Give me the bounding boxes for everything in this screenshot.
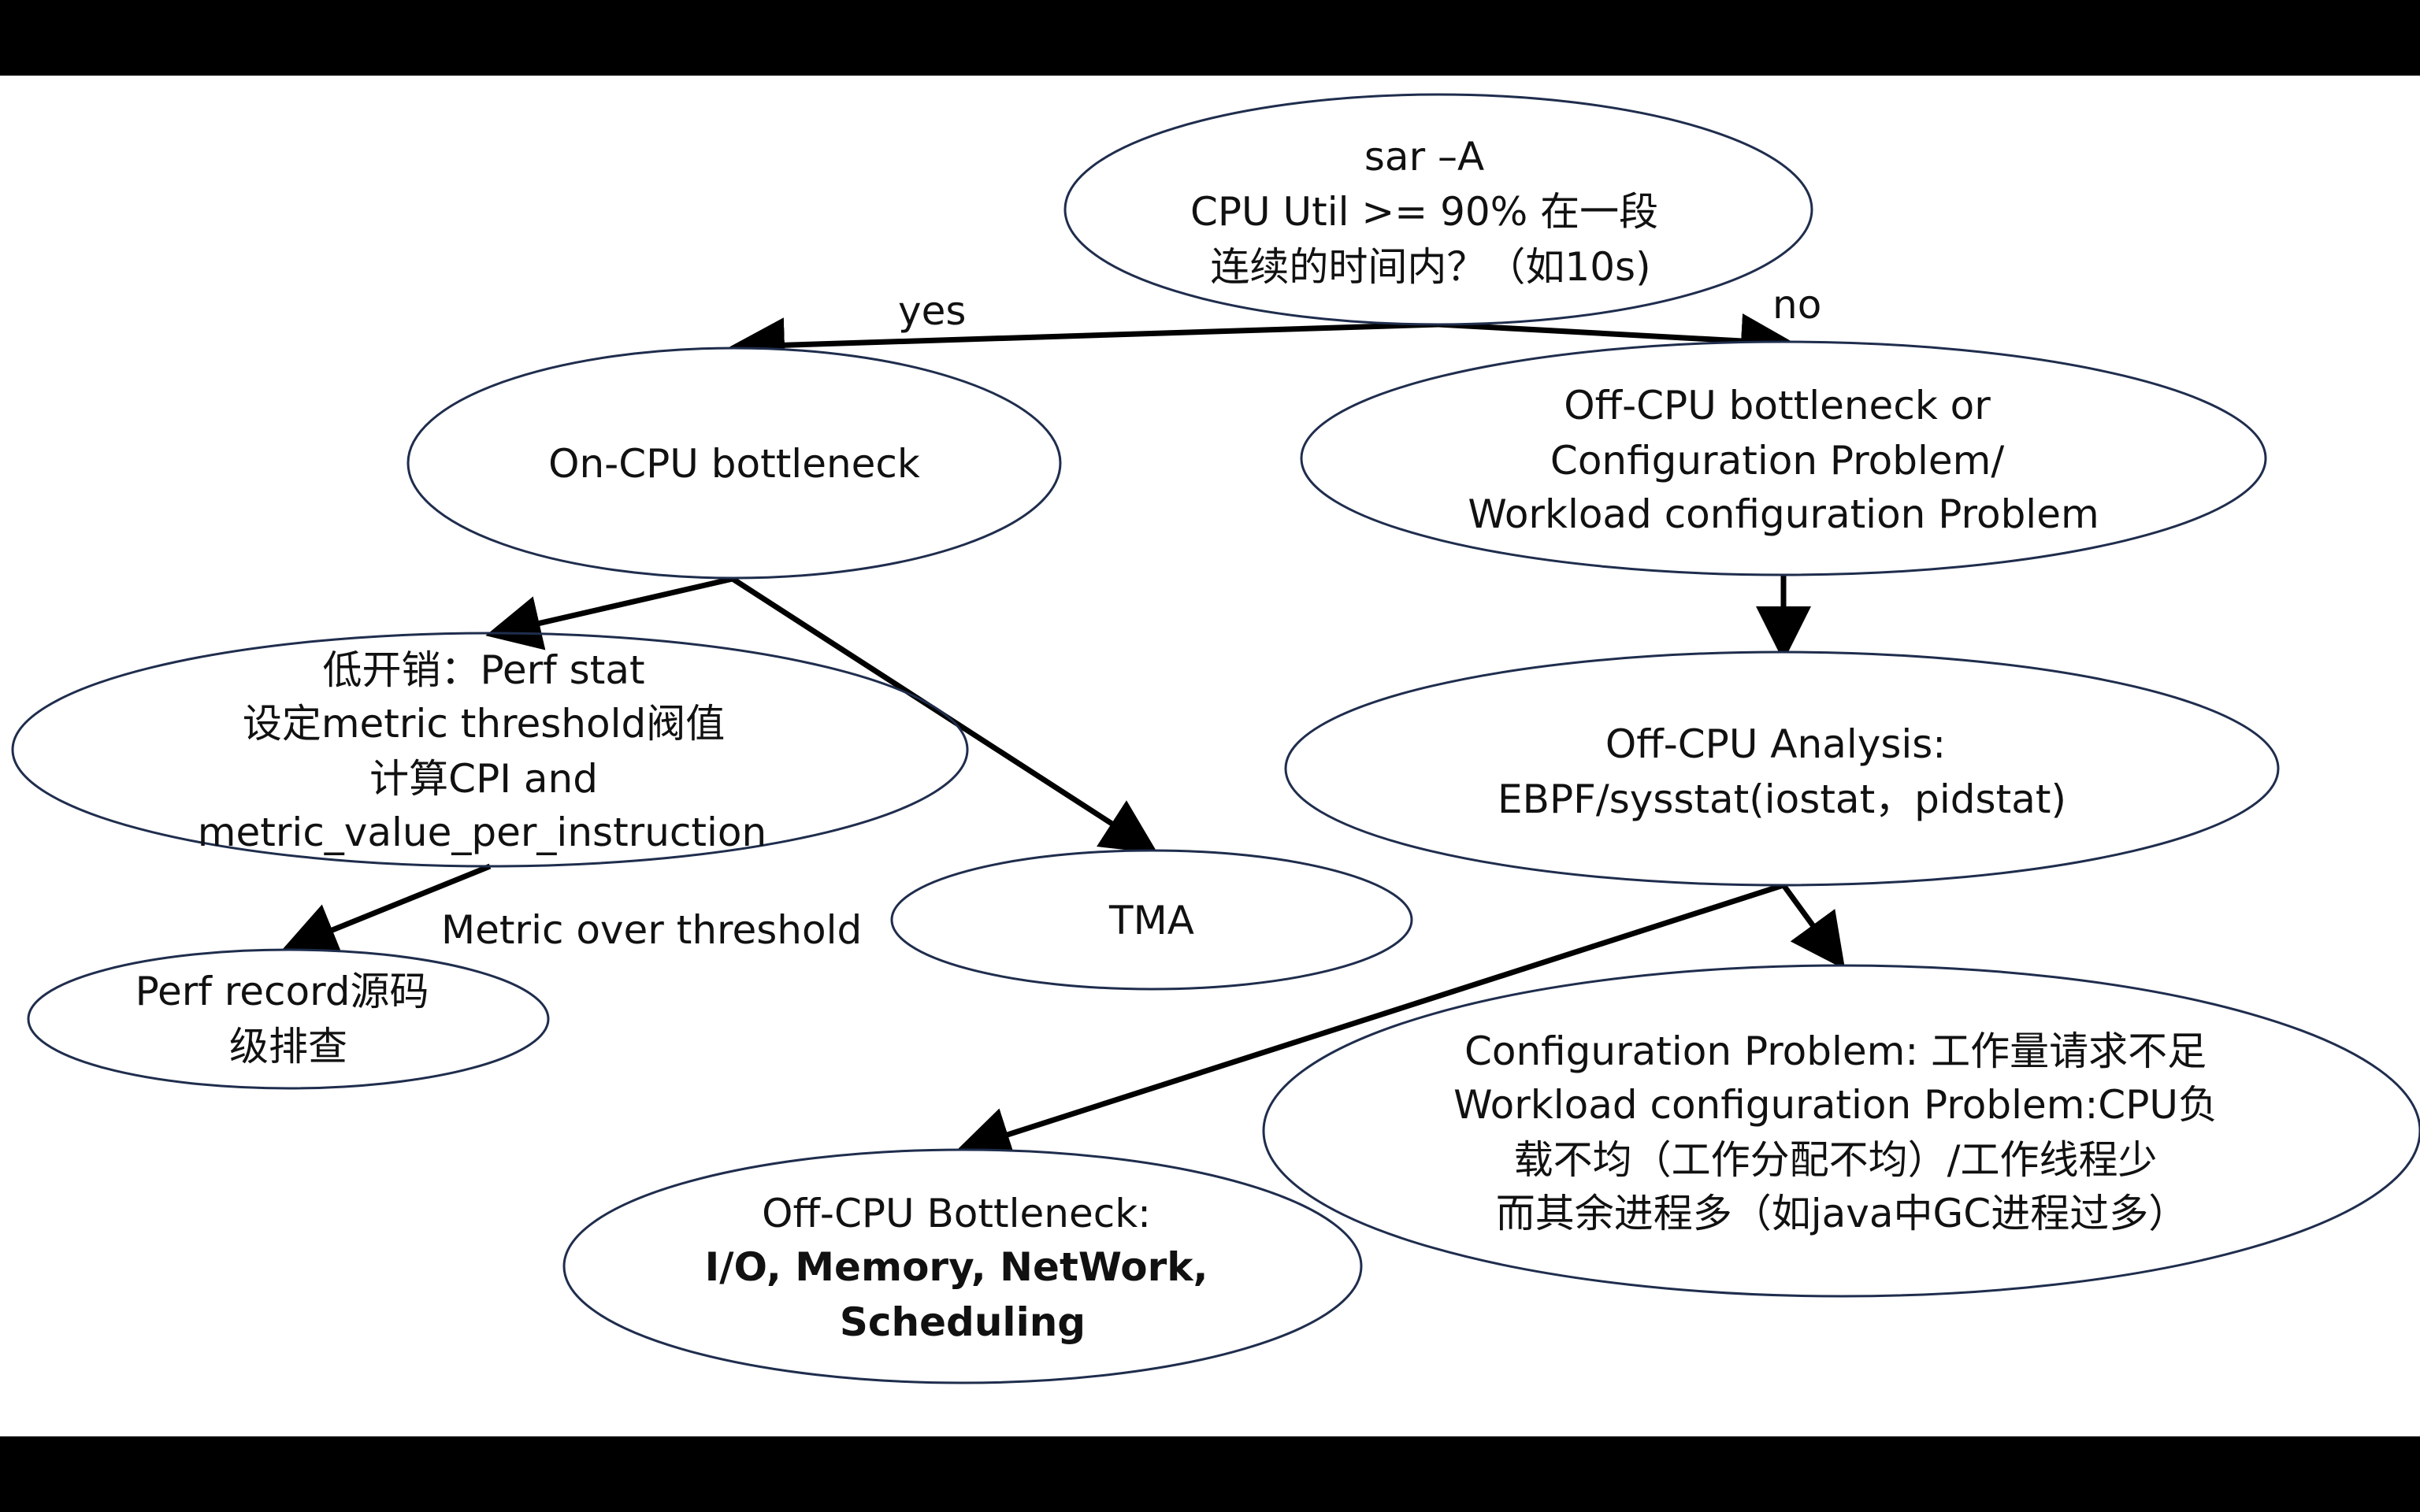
node-perf-stat-ellipse bbox=[11, 632, 969, 868]
node-off-cpu-line-2: Configuration Problem/ bbox=[1550, 438, 2004, 484]
node-tma: TMA bbox=[890, 849, 1413, 991]
svg-text:Off-CPU Bottleneck: I/: Off-CPU Bottleneck: I/O, Memory, NetWork… bbox=[705, 1191, 1221, 1345]
node-perf-record-ellipse bbox=[27, 948, 550, 1090]
node-off-cpu-line-3: Workload configuration Problem bbox=[1468, 491, 2099, 537]
edge-label-yes: yes bbox=[898, 288, 966, 334]
node-on-cpu-ellipse bbox=[406, 346, 1062, 580]
edges bbox=[281, 313, 1846, 1162]
node-config-problem-ellipse bbox=[1262, 964, 2420, 1298]
node-root-line-3: 连续的时间内？（如10s) bbox=[1210, 244, 1650, 290]
node-perf-stat-line-4: metric_value_per_instruction bbox=[198, 810, 766, 855]
svg-text:低开销：Perf stat 设定metric: 低开销：Perf stat 设定metric threshold阀值 计算CPI… bbox=[198, 647, 766, 855]
svg-text:Off-CPU bottleneck or: Off-CPU bottleneck or Configuration Prob… bbox=[1468, 383, 2099, 537]
edge-label-no: no bbox=[1772, 282, 1821, 328]
node-config-problem: Configuration Problem: 工作量请求不足 Workload … bbox=[1262, 964, 2420, 1298]
node-root: sar –A CPU Util >= 90% 在一段 连续的时间内？（如10s) bbox=[1063, 93, 1813, 326]
node-perf-record-line-2: 级排查 bbox=[229, 1024, 347, 1069]
node-config-problem-line-4: 而其余进程多（如java中GC进程过多） bbox=[1496, 1191, 2188, 1236]
edge-analysis-to-bottleneck bbox=[955, 882, 1785, 1162]
node-root-line-2: CPU Util >= 90% 在一段 bbox=[1190, 189, 1658, 235]
node-off-cpu-bottleneck-line-1: Off-CPU Bottleneck: bbox=[762, 1191, 1151, 1236]
node-off-cpu-bottleneck-ellipse bbox=[562, 1148, 1363, 1384]
node-perf-record-line-1: Perf record源码 bbox=[135, 969, 429, 1014]
letterbox-top bbox=[0, 0, 2420, 76]
node-on-cpu: On-CPU bottleneck bbox=[406, 346, 1062, 580]
node-off-cpu-line-1: Off-CPU bottleneck or bbox=[1564, 383, 1991, 428]
node-off-cpu-bottleneck-line-2: I/O, Memory, NetWork, bbox=[705, 1244, 1208, 1290]
node-root-ellipse bbox=[1063, 93, 1813, 326]
edge-label-metric-over-threshold: Metric over threshold bbox=[441, 907, 862, 953]
node-root-line-1: sar –A bbox=[1364, 134, 1484, 180]
node-off-cpu-analysis-line-2: EBPF/sysstat(iostat，pidstat) bbox=[1498, 776, 2066, 822]
node-perf-stat-line-1: 低开销：Perf stat bbox=[323, 647, 645, 693]
node-config-problem-line-3: 载不均（工作分配不均）/工作线程少 bbox=[1514, 1137, 2158, 1183]
edge-perfstat-to-perfrecord bbox=[281, 863, 492, 956]
node-off-cpu-bottleneck-line-3: Scheduling bbox=[840, 1299, 1086, 1345]
letterbox-bottom bbox=[0, 1436, 2420, 1512]
edge-root-to-oncpu bbox=[729, 317, 1439, 373]
node-off-cpu-analysis: Off-CPU Analysis: EBPF/sysstat(iostat，pi… bbox=[1284, 650, 2280, 887]
node-on-cpu-line-1: On-CPU bottleneck bbox=[548, 441, 920, 487]
node-off-cpu-analysis-line-1: Off-CPU Analysis: bbox=[1605, 721, 1946, 767]
edge-oncpu-to-tma bbox=[731, 576, 1158, 854]
edge-oncpu-to-perfstat bbox=[485, 576, 733, 650]
node-off-cpu-ellipse bbox=[1300, 340, 2267, 576]
node-config-problem-line-2: Workload configuration Problem:CPU负 bbox=[1453, 1082, 2218, 1128]
svg-text:Perf record源码 级排查: Perf record源码 级排查 bbox=[135, 969, 442, 1069]
svg-text:TMA: TMA bbox=[1108, 898, 1194, 943]
node-perf-stat: 低开销：Perf stat 设定metric threshold阀值 计算CPI… bbox=[11, 632, 969, 868]
node-tma-line-1: TMA bbox=[1108, 898, 1194, 943]
node-config-problem-line-1: Configuration Problem: 工作量请求不足 bbox=[1464, 1028, 2207, 1074]
svg-text:sar –A CPU Util >= 90%: sar –A CPU Util >= 90% 在一段 连续的时间内？（如10s) bbox=[1190, 134, 1671, 290]
svg-text:On-CPU bottleneck: On-CPU bottleneck bbox=[548, 441, 920, 487]
node-off-cpu-bottleneck: Off-CPU Bottleneck: I/O, Memory, NetWork… bbox=[562, 1148, 1363, 1384]
node-off-cpu-analysis-ellipse bbox=[1284, 650, 2280, 887]
svg-text:Off-CPU Analysis: EBPF: Off-CPU Analysis: EBPF/sysstat(iostat，pi… bbox=[1498, 721, 2066, 822]
edge-analysis-to-config bbox=[1781, 883, 1846, 970]
svg-text:Configuration Problem: 工作量请求不足: Configuration Problem: 工作量请求不足 Workload … bbox=[1453, 1028, 2230, 1236]
node-perf-stat-line-2: 设定metric threshold阀值 bbox=[243, 701, 725, 747]
node-perf-stat-line-3: 计算CPI and bbox=[369, 756, 598, 802]
node-perf-record: Perf record源码 级排查 bbox=[27, 948, 550, 1090]
edge-root-to-offcpu bbox=[1438, 313, 1796, 369]
node-tma-ellipse bbox=[890, 849, 1413, 991]
node-off-cpu: Off-CPU bottleneck or Configuration Prob… bbox=[1300, 340, 2267, 576]
